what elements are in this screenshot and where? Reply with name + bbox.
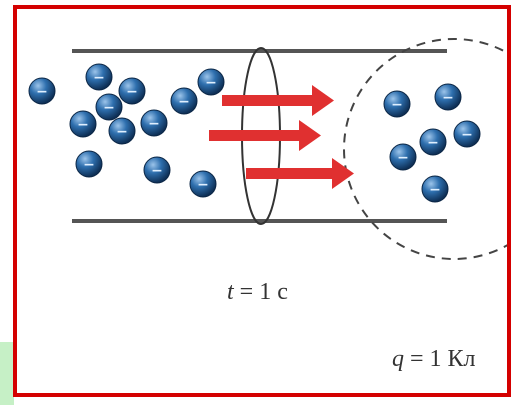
current-arrows [209, 85, 354, 189]
electron-sign: − [461, 127, 473, 143]
electron-icon: − [421, 175, 449, 203]
electron-icon: − [389, 143, 417, 171]
electron-icon: − [383, 90, 411, 118]
time-label: t = 1 с [227, 279, 288, 306]
electron-icon: − [434, 83, 462, 111]
diagram-frame: −−−−−−−−−−−−−−−−−− t = 1 с q = 1 Кл [13, 5, 511, 397]
electron-sign: − [178, 94, 190, 110]
electron-sign: − [197, 177, 209, 193]
electron-sign: − [442, 90, 454, 106]
electron-icon: − [28, 77, 56, 105]
electron-sign: − [397, 150, 409, 166]
electron-sign: − [429, 182, 441, 198]
electron-icon: − [140, 109, 168, 137]
electron-icon: − [118, 77, 146, 105]
electron-sign: − [148, 116, 160, 132]
electron-icon: − [170, 87, 198, 115]
current-arrow-icon [209, 120, 321, 151]
electrons: −−−−−−−−−−−−−−−−−− [28, 63, 481, 203]
electron-sign: − [151, 163, 163, 179]
electron-sign: − [103, 100, 115, 116]
time-value: = 1 с [233, 279, 288, 305]
electron-sign: − [93, 70, 105, 86]
charge-variable: q [392, 346, 404, 372]
electron-icon: − [197, 68, 225, 96]
electron-icon: − [75, 150, 103, 178]
current-arrow-icon [246, 158, 354, 189]
electron-sign: − [126, 84, 138, 100]
time-variable: t [227, 279, 234, 305]
charge-label: q = 1 Кл [392, 346, 476, 373]
electron-icon: − [453, 120, 481, 148]
electron-sign: − [427, 135, 439, 151]
charge-value: = 1 Кл [404, 346, 476, 372]
background-strip [0, 342, 14, 405]
electron-sign: − [36, 84, 48, 100]
electron-sign: − [116, 124, 128, 140]
current-arrow-icon [222, 85, 334, 116]
electron-icon: − [419, 128, 447, 156]
electron-sign: − [83, 157, 95, 173]
electron-icon: − [108, 117, 136, 145]
electron-sign: − [205, 75, 217, 91]
conductor-diagram: −−−−−−−−−−−−−−−−−− [28, 38, 507, 260]
electron-sign: − [77, 117, 89, 133]
electron-icon: − [189, 170, 217, 198]
electron-icon: − [85, 63, 113, 91]
electron-icon: − [143, 156, 171, 184]
charge-region-circle [343, 38, 507, 260]
electron-icon: − [95, 93, 123, 121]
electron-icon: − [69, 110, 97, 138]
electron-sign: − [391, 97, 403, 113]
